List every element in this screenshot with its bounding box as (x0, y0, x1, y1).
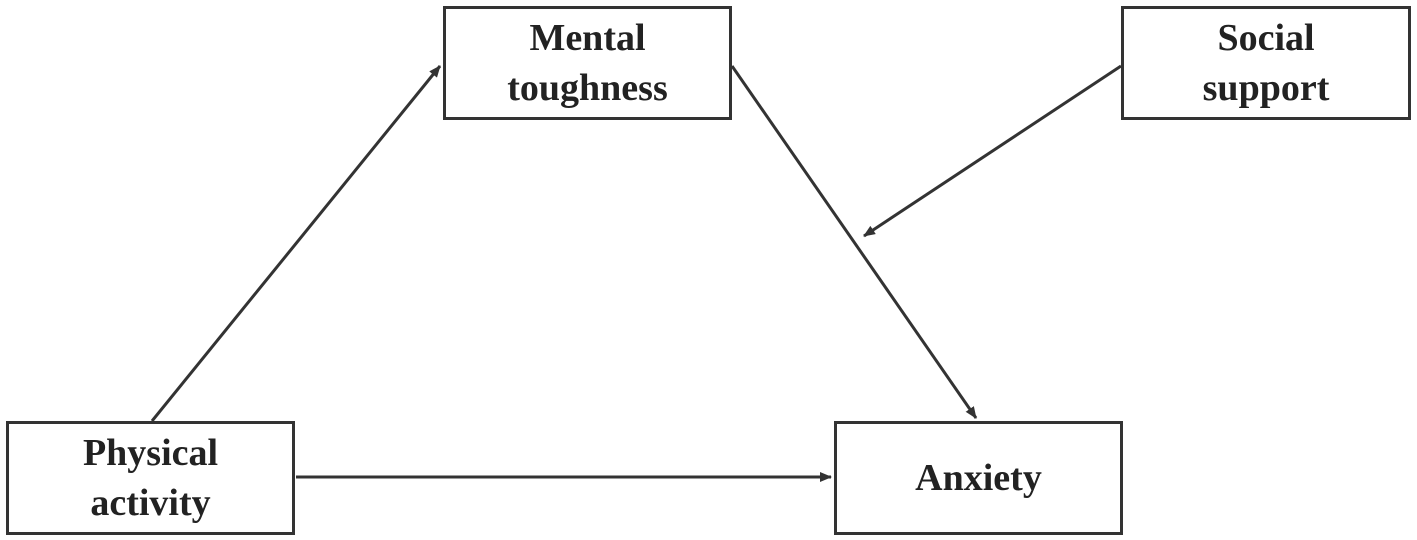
node-physical-activity: Physical activity (6, 421, 295, 535)
node-mental-toughness-label: Mental toughness (507, 17, 668, 109)
node-social-support-label: Social support (1202, 17, 1330, 109)
node-anxiety-label: Anxiety (915, 457, 1042, 499)
node-anxiety: Anxiety (834, 421, 1123, 535)
arrow-social-moderation (863, 64, 1122, 238)
node-physical-activity-label: Physical activity (82, 432, 219, 524)
node-mental-toughness: Mental toughness (443, 6, 732, 120)
arrow-mental-to-anxiety (730, 65, 978, 419)
arrow-physical-to-mental (150, 65, 442, 422)
node-social-support: Social support (1121, 6, 1411, 120)
